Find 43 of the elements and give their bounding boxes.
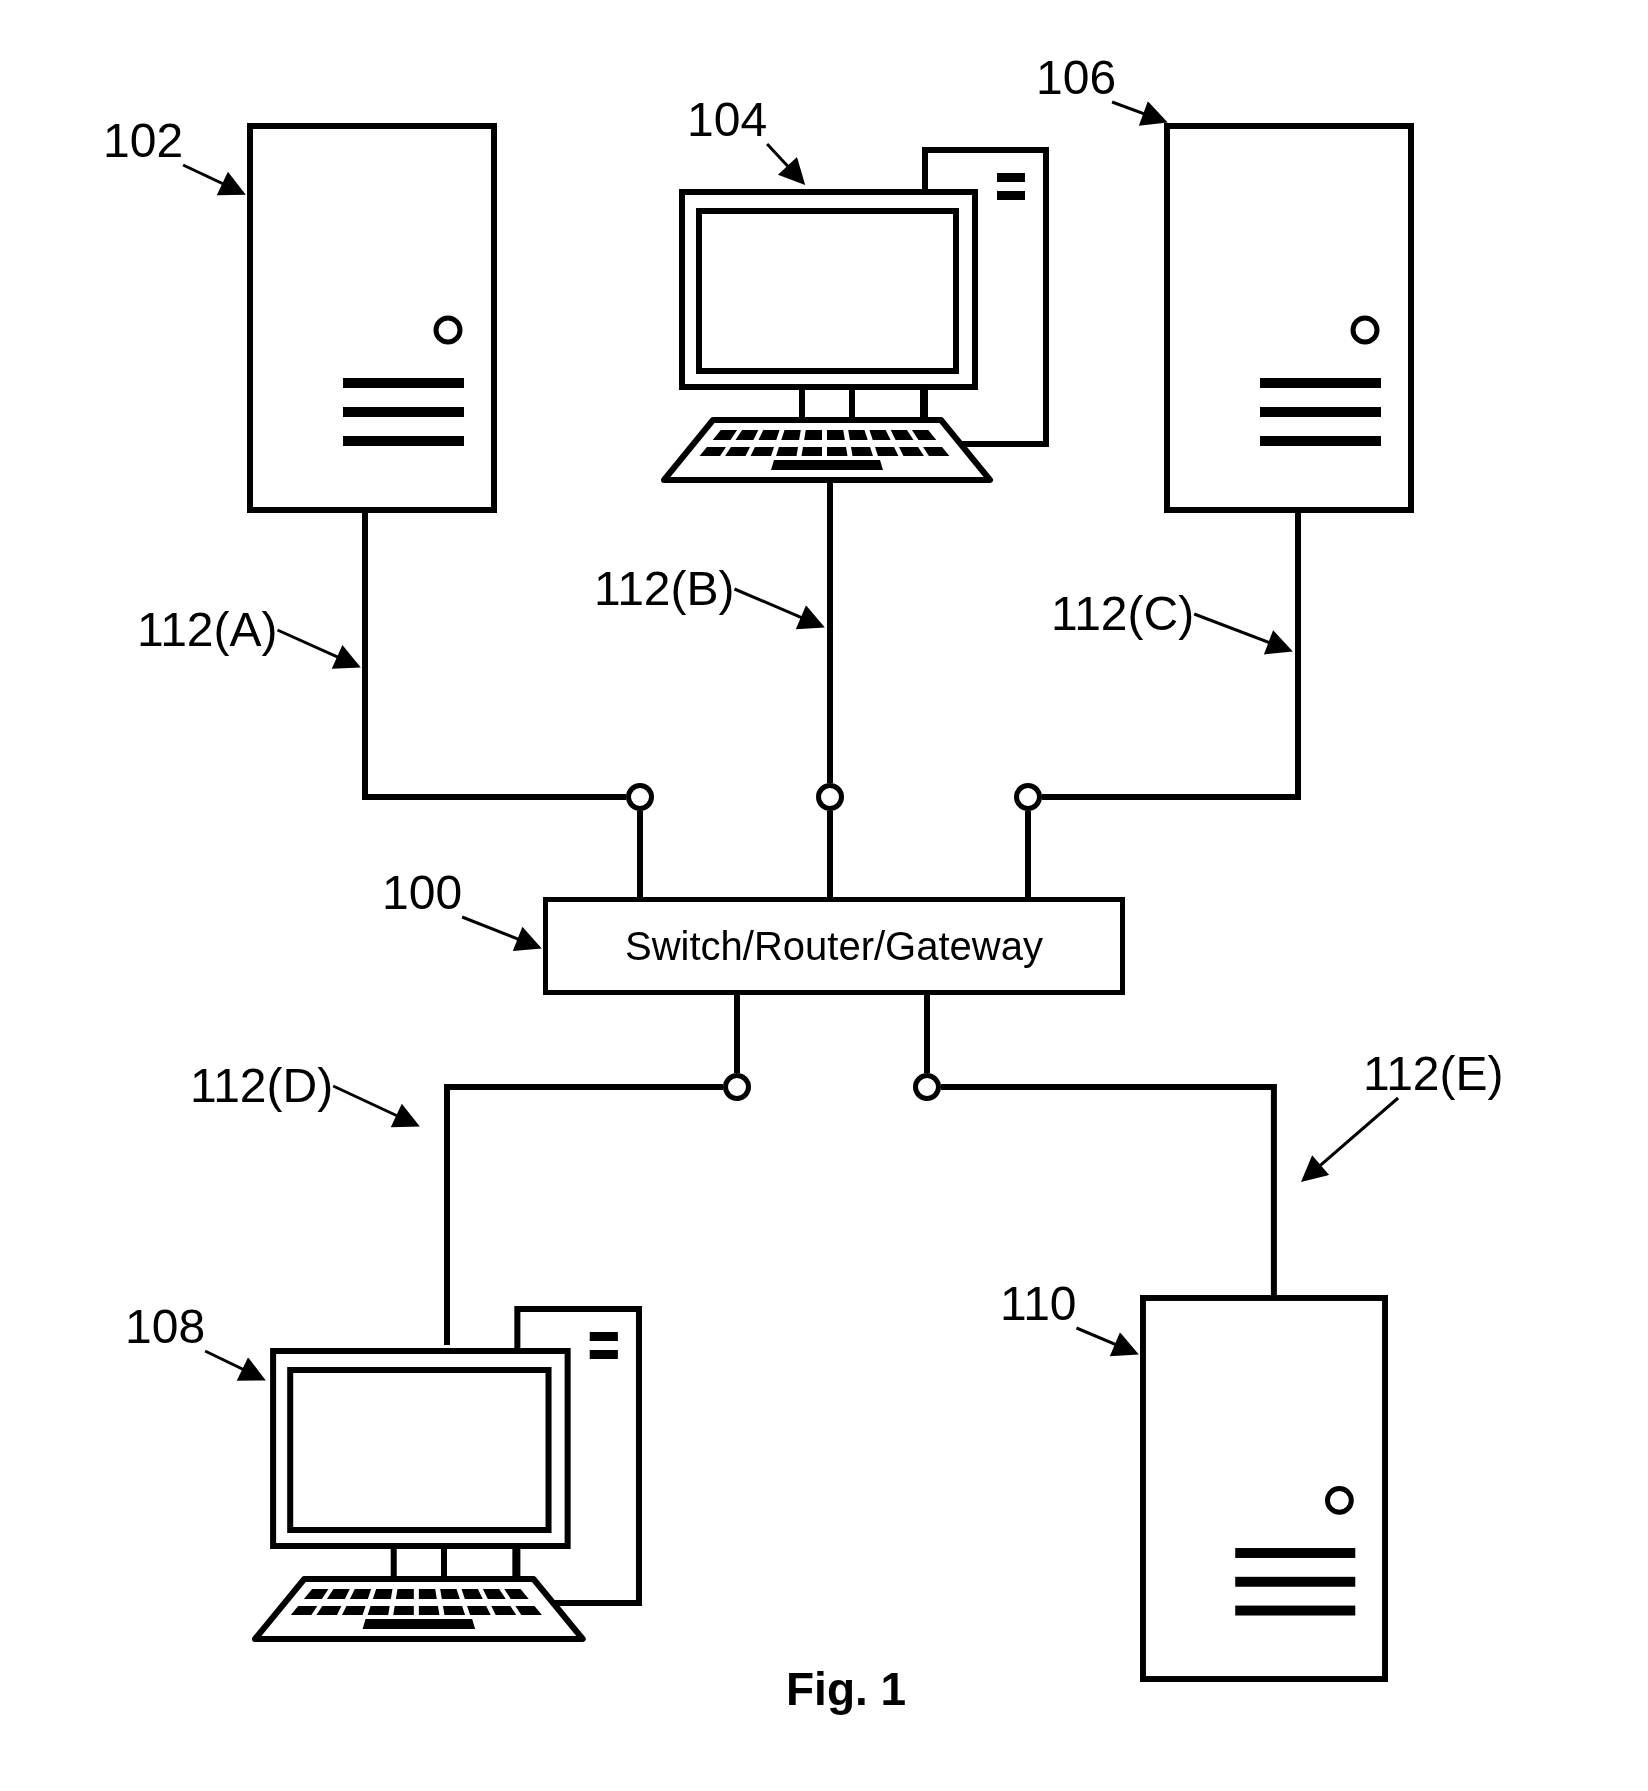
leader-arrow (332, 1084, 420, 1128)
callout-number: 112(B) (594, 565, 735, 613)
callout-number: 112(C) (1051, 590, 1195, 638)
port-circle (913, 1073, 941, 1101)
cable-line (827, 483, 833, 783)
cable-line (637, 811, 643, 897)
cable-line (444, 1084, 723, 1345)
leader-arrow (182, 163, 246, 196)
leader-arrow (1075, 1326, 1139, 1357)
cable-line (1042, 513, 1301, 800)
port-circle (1014, 783, 1042, 811)
cable-line (362, 513, 626, 800)
callout-number: 108 (125, 1303, 206, 1351)
leader-arrow (1111, 100, 1168, 126)
server-drawing (1140, 1295, 1388, 1682)
port-circle (626, 783, 654, 811)
cable-line (1025, 811, 1031, 897)
callout-number: 102 (103, 117, 184, 165)
server-drawing (247, 123, 497, 513)
leader-arrow (461, 915, 542, 951)
port-circle (723, 1073, 751, 1101)
server-drawing (1164, 123, 1414, 513)
callout-number: 110 (1000, 1280, 1077, 1328)
callout-number: 106 (1036, 54, 1117, 102)
callout-number: 112(D) (190, 1062, 334, 1110)
desktop-computer-drawing (661, 147, 1049, 483)
callout-number: 112(A) (137, 606, 278, 654)
port-circle (816, 783, 844, 811)
cable-line (734, 995, 740, 1073)
leader-arrow (733, 587, 825, 630)
leader-arrow (276, 628, 361, 669)
callout-number: 104 (687, 96, 768, 144)
leader-arrow (1193, 612, 1293, 655)
leader-arrow (766, 142, 806, 185)
desktop-computer-drawing (252, 1306, 642, 1642)
cable-line (827, 811, 833, 897)
callout-number: 112(E) (1363, 1050, 1504, 1098)
cable-line (941, 1084, 1277, 1295)
leader-arrow (1301, 1096, 1400, 1183)
leader-arrow (204, 1349, 266, 1381)
device-box: Switch/Router/Gateway (543, 897, 1125, 995)
callout-number: 100 (382, 869, 463, 917)
cable-line (924, 995, 930, 1073)
